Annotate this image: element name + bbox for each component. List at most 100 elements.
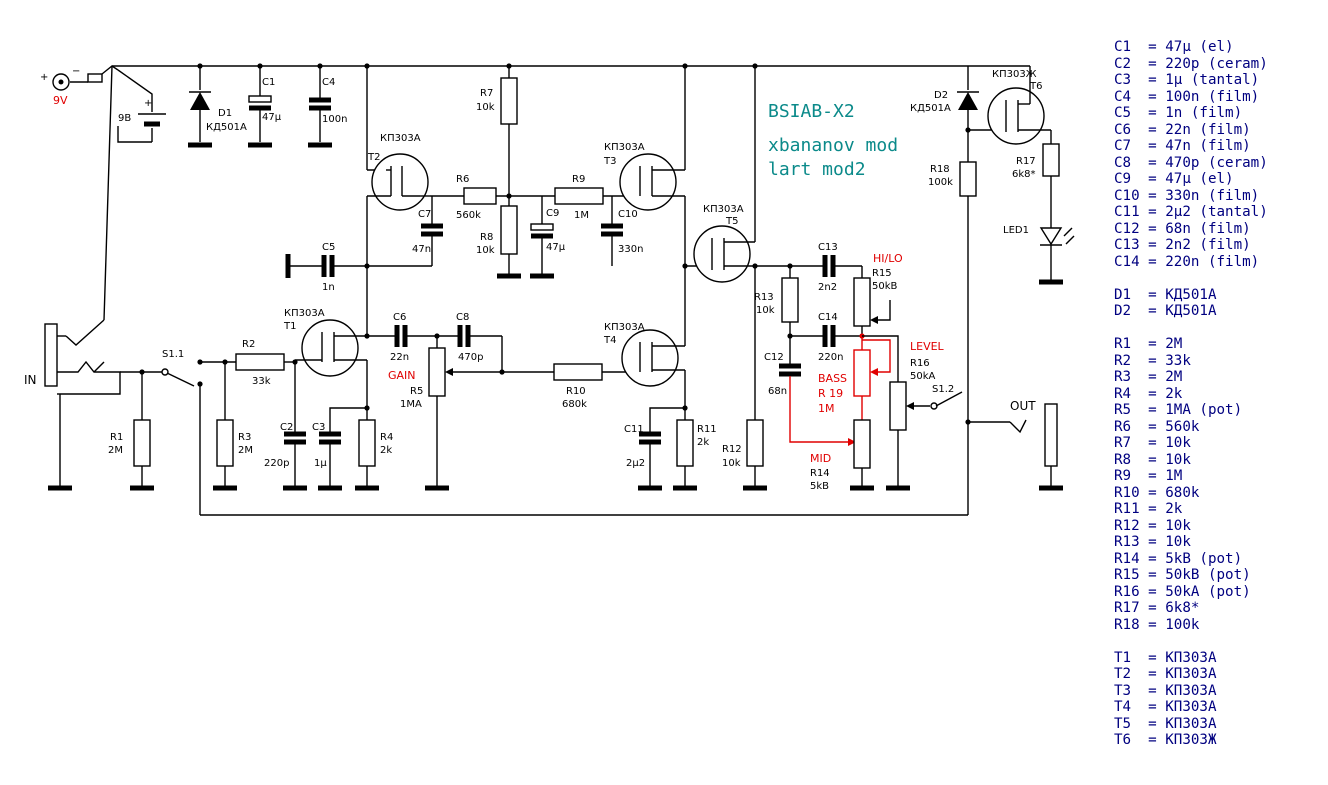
parts-list-item: T5 = КП303А xyxy=(1114,715,1217,732)
capacitor-c13: C13 2n2 xyxy=(790,242,863,293)
resistor-r8: R8 10k xyxy=(476,205,521,279)
parts-list-item: C2 = 220p (ceram) xyxy=(1114,55,1268,72)
svg-text:470p: 470p xyxy=(458,352,483,363)
svg-text:100n: 100n xyxy=(322,114,347,125)
svg-text:2k: 2k xyxy=(380,445,392,456)
svg-text:R5: R5 xyxy=(410,386,423,397)
svg-text:R1: R1 xyxy=(110,432,123,443)
svg-text:330n: 330n xyxy=(618,244,643,255)
svg-text:КД501А: КД501А xyxy=(206,122,247,133)
svg-text:1MA: 1MA xyxy=(400,399,422,410)
capacitor-c12: C12 68n xyxy=(764,336,856,446)
svg-text:10k: 10k xyxy=(476,245,495,256)
parts-list-item: C5 = 1n (film) xyxy=(1114,105,1243,121)
input-jack: IN xyxy=(24,323,121,491)
battery: + 9B xyxy=(117,69,166,143)
parts-list-item: R3 = 2M xyxy=(1114,369,1183,385)
parts-list-item: R16 = 50kA (pot) xyxy=(1114,583,1251,600)
parts-list-item: R18 = 100k xyxy=(1114,616,1200,633)
svg-text:C7: C7 xyxy=(418,209,431,220)
svg-text:560k: 560k xyxy=(456,210,481,221)
svg-text:C11: C11 xyxy=(624,424,644,435)
level-label: LEVEL xyxy=(910,340,945,353)
parts-list-item: R2 = 33k xyxy=(1114,352,1191,369)
title-line-1: BSIAB-X2 xyxy=(768,101,855,122)
svg-text:C3: C3 xyxy=(312,422,325,433)
parts-list-item: T2 = КП303А xyxy=(1114,666,1217,682)
parts-list-item: R14 = 5kB (pot) xyxy=(1114,550,1243,567)
svg-text:D1: D1 xyxy=(218,108,232,119)
resistor-r3: R3 2M xyxy=(213,359,253,491)
capacitor-c7: C7 47n xyxy=(412,196,443,266)
transistor-t4: КП303А T4 xyxy=(603,322,688,420)
svg-text:C2: C2 xyxy=(280,422,293,433)
capacitor-c11: C11 2µ2 xyxy=(624,407,685,491)
svg-text:2µ2: 2µ2 xyxy=(626,458,645,469)
svg-text:S1.1: S1.1 xyxy=(162,349,184,360)
parts-list-item: R17 = 6k8* xyxy=(1114,600,1200,616)
svg-text:1M: 1M xyxy=(574,210,589,221)
out-label: OUT xyxy=(1010,399,1036,413)
svg-text:10k: 10k xyxy=(476,102,495,113)
capacitor-c8: C8 470p xyxy=(456,312,503,372)
svg-text:22n: 22n xyxy=(390,352,409,363)
svg-text:T6: T6 xyxy=(1029,81,1042,92)
parts-list-item: T3 = КП303А xyxy=(1114,682,1217,699)
parts-list-item: D1 = КД501А xyxy=(1114,286,1217,303)
svg-text:68n: 68n xyxy=(768,386,787,397)
parts-list-item: C12 = 68n (film) xyxy=(1114,220,1251,237)
transistor-t6: КП303Ж T6 xyxy=(968,65,1051,145)
mid-label: MID xyxy=(810,452,831,465)
svg-text:5kB: 5kB xyxy=(810,481,829,492)
svg-text:C6: C6 xyxy=(393,312,406,323)
hilo-label: HI/LO xyxy=(873,252,903,265)
svg-text:50kB: 50kB xyxy=(872,281,898,292)
parts-list-item: C7 = 47n (film) xyxy=(1114,138,1251,154)
power-jack: + − 9V xyxy=(40,65,119,346)
bass-label: BASS xyxy=(818,372,847,385)
diode-d1: D1 КД501А xyxy=(188,66,247,148)
svg-text:220p: 220p xyxy=(264,458,289,469)
svg-text:R15: R15 xyxy=(872,268,892,279)
resistor-r1: R1 2M xyxy=(108,369,154,491)
svg-text:LED1: LED1 xyxy=(1003,225,1029,236)
svg-text:КП303А: КП303А xyxy=(703,204,744,215)
svg-text:2k: 2k xyxy=(697,437,709,448)
svg-text:+: + xyxy=(40,72,48,83)
parts-list-item: R8 = 10k xyxy=(1114,451,1191,468)
parts-list-item: C9 = 47µ (el) xyxy=(1114,171,1234,187)
svg-text:R18: R18 xyxy=(930,164,950,175)
svg-text:T2: T2 xyxy=(367,152,380,163)
parts-list: C1 = 47µ (el)C2 = 220p (ceram)C3 = 1µ (t… xyxy=(1114,39,1268,765)
title-line-2: xbananov mod xyxy=(768,135,898,156)
svg-text:R2: R2 xyxy=(242,339,255,350)
svg-text:T1: T1 xyxy=(283,321,296,332)
diode-d2: D2 КД501А xyxy=(910,66,979,162)
transistor-t2: КП303А T2 xyxy=(366,66,430,211)
svg-text:C1: C1 xyxy=(262,77,275,88)
parts-list-item: C8 = 470p (ceram) xyxy=(1114,154,1268,171)
svg-text:C8: C8 xyxy=(456,312,469,323)
resistor-r4: R4 2k xyxy=(355,419,393,491)
svg-text:T4: T4 xyxy=(603,335,616,346)
switch-s1-2: S1.2 OUT xyxy=(930,384,1063,491)
svg-text:10k: 10k xyxy=(722,458,741,469)
capacitor-c5: C5 1n xyxy=(285,196,432,336)
capacitor-c3: C3 1µ xyxy=(312,405,370,491)
svg-text:C13: C13 xyxy=(818,242,838,253)
svg-text:6k8*: 6k8* xyxy=(1012,169,1036,180)
svg-text:C14: C14 xyxy=(818,312,838,323)
resistor-r2: R2 33k xyxy=(235,339,298,387)
svg-text:2M: 2M xyxy=(108,445,123,456)
svg-text:47n: 47n xyxy=(412,244,431,255)
parts-list-item: C10 = 330n (film) xyxy=(1114,187,1260,204)
resistor-r17: R17 6k8* xyxy=(1012,130,1060,228)
parts-list-item: C4 = 100n (film) xyxy=(1114,88,1260,105)
svg-text:220n: 220n xyxy=(818,352,843,363)
parts-list-item: R13 = 10k xyxy=(1114,534,1191,550)
potentiometer-r5: GAIN R5 1MA xyxy=(388,336,502,491)
parts-list-item: C1 = 47µ (el) xyxy=(1114,39,1234,55)
